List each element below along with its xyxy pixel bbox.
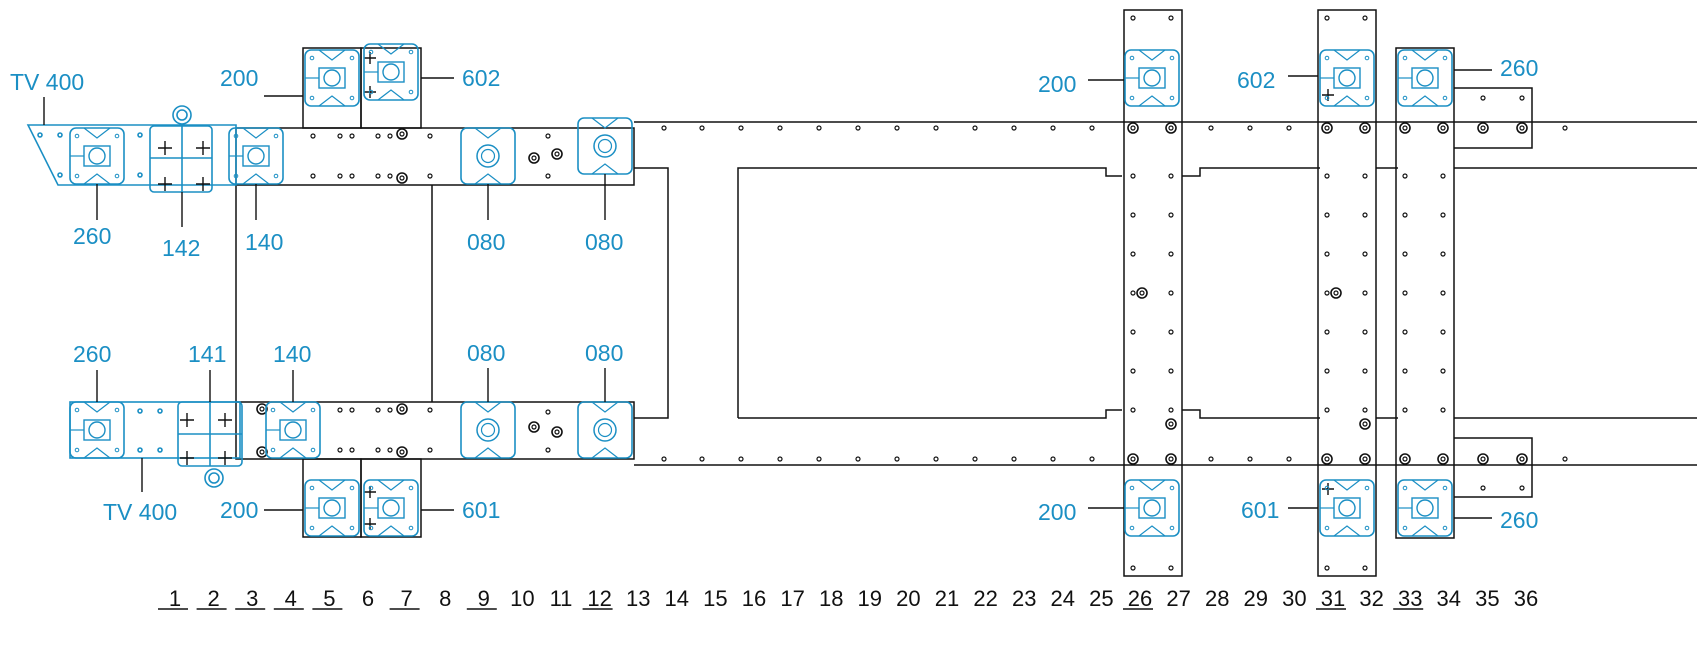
module-080-bottom-1 <box>460 401 516 459</box>
position-number: 17 <box>780 586 804 611</box>
position-number: 26 <box>1128 586 1152 611</box>
module-080-bottom-2 <box>577 401 633 459</box>
leader-lines <box>43 69 1492 519</box>
label-141: 141 <box>188 341 226 367</box>
position-number: 34 <box>1437 586 1461 611</box>
position-number: 14 <box>665 586 689 611</box>
position-number: 24 <box>1051 586 1075 611</box>
label-142: 142 <box>162 235 200 261</box>
label-260-bottom: 260 <box>73 341 111 367</box>
label-080-bottom-1: 080 <box>467 340 505 366</box>
module-260-bottom-left <box>69 401 125 459</box>
module-labels: TV 400 260 142 140 080 080 200 602 200 6… <box>10 55 1538 533</box>
rail-holes <box>310 15 1568 571</box>
position-number: 4 <box>285 586 297 611</box>
label-080-bottom-2: 080 <box>585 340 623 366</box>
label-tv400-top: TV 400 <box>10 69 84 95</box>
tow-plate-bottom <box>69 401 243 488</box>
label-080-top-1: 080 <box>467 229 505 255</box>
label-tv400-bottom: TV 400 <box>103 499 177 525</box>
module-260-top-left <box>69 127 125 185</box>
position-number: 29 <box>1244 586 1268 611</box>
position-number: 23 <box>1012 586 1036 611</box>
label-602-top-left: 602 <box>462 65 500 91</box>
position-number: 2 <box>207 586 219 611</box>
position-number: 28 <box>1205 586 1229 611</box>
position-number: 25 <box>1089 586 1113 611</box>
module-140-top <box>228 127 284 185</box>
label-260-bottom-right: 260 <box>1500 507 1538 533</box>
position-number: 27 <box>1166 586 1190 611</box>
module-140-bottom <box>265 401 321 459</box>
position-number: 10 <box>510 586 534 611</box>
position-number: 30 <box>1282 586 1306 611</box>
label-080-top-2: 080 <box>585 229 623 255</box>
position-number: 6 <box>362 586 374 611</box>
module-080-top-1 <box>460 127 516 185</box>
position-number: 8 <box>439 586 451 611</box>
chassis-frame <box>235 9 1697 577</box>
label-601-bottom-right: 601 <box>1241 497 1279 523</box>
label-140-bottom: 140 <box>273 341 311 367</box>
position-number: 7 <box>400 586 412 611</box>
position-number: 35 <box>1475 586 1499 611</box>
position-number: 16 <box>742 586 766 611</box>
position-number: 3 <box>246 586 258 611</box>
label-602-top-right: 602 <box>1237 67 1275 93</box>
position-number: 22 <box>973 586 997 611</box>
bolts <box>256 122 1528 465</box>
position-number: 13 <box>626 586 650 611</box>
module-260-bottom-right <box>1397 479 1453 537</box>
position-number: 19 <box>858 586 882 611</box>
label-200-top-left: 200 <box>220 65 258 91</box>
position-number: 12 <box>587 586 611 611</box>
position-number: 21 <box>935 586 959 611</box>
position-number: 33 <box>1398 586 1422 611</box>
label-601-bottom-left: 601 <box>462 497 500 523</box>
module-200-bottom-left <box>304 479 360 537</box>
position-number: 36 <box>1514 586 1538 611</box>
position-number: 15 <box>703 586 727 611</box>
module-200-top-right <box>1124 49 1180 107</box>
label-200-bottom-right: 200 <box>1038 499 1076 525</box>
label-260-top-right: 260 <box>1500 55 1538 81</box>
modules <box>69 43 1453 537</box>
label-140-top: 140 <box>245 229 283 255</box>
label-200-top-right: 200 <box>1038 71 1076 97</box>
module-200-bottom-right <box>1124 479 1180 537</box>
label-200-bottom-left: 200 <box>220 497 258 523</box>
position-number: 18 <box>819 586 843 611</box>
cross-marks <box>158 52 1334 530</box>
module-260-top-right <box>1397 49 1453 107</box>
position-number: 11 <box>550 586 573 611</box>
position-number: 20 <box>896 586 920 611</box>
module-200-top-left <box>304 49 360 107</box>
tow-plate-top <box>26 105 237 193</box>
position-number: 31 <box>1321 586 1345 611</box>
module-080-top-2 <box>577 117 633 175</box>
position-number: 1 <box>169 586 181 611</box>
position-number: 5 <box>323 586 335 611</box>
position-number: 9 <box>478 586 490 611</box>
label-260-top: 260 <box>73 223 111 249</box>
position-number: 32 <box>1359 586 1383 611</box>
module-601-bottom-left <box>363 479 419 537</box>
